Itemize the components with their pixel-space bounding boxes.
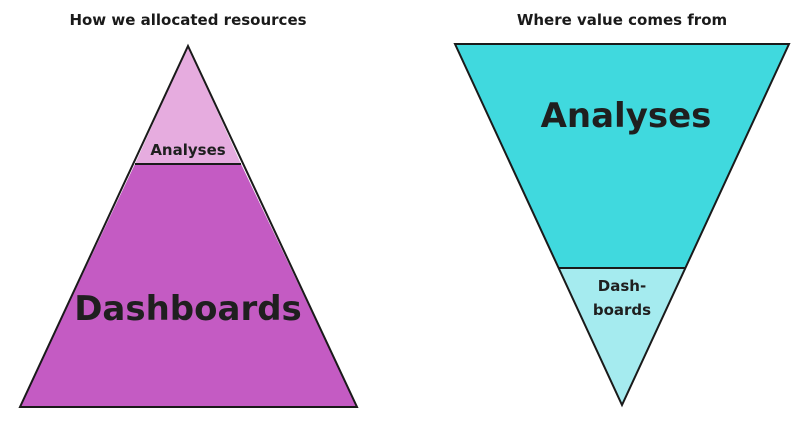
- pyramid-top-segment: [135, 46, 241, 164]
- allocation-pyramid: How we allocated resources Analyses Dash…: [18, 11, 359, 408]
- inverted-bottom-label-line1: Dash-: [598, 277, 646, 295]
- inverted-top-segment: [455, 44, 789, 268]
- value-inverted-pyramid: Where value comes from Analyses Dash- bo…: [453, 11, 791, 408]
- pyramid-outline: [18, 43, 359, 408]
- inverted-bottom-segment: [559, 268, 686, 405]
- value-pyramid-title: Where value comes from: [517, 11, 727, 29]
- inverted-outline: [453, 43, 791, 408]
- pyramid-bottom-label: Dashboards: [74, 289, 302, 329]
- allocation-pyramid-title: How we allocated resources: [69, 11, 306, 29]
- pyramid-bottom-segment: [20, 164, 357, 407]
- pyramid-top-label: Analyses: [150, 141, 225, 159]
- inverted-bottom-label-line2: boards: [593, 301, 651, 319]
- inverted-top-label: Analyses: [541, 96, 712, 136]
